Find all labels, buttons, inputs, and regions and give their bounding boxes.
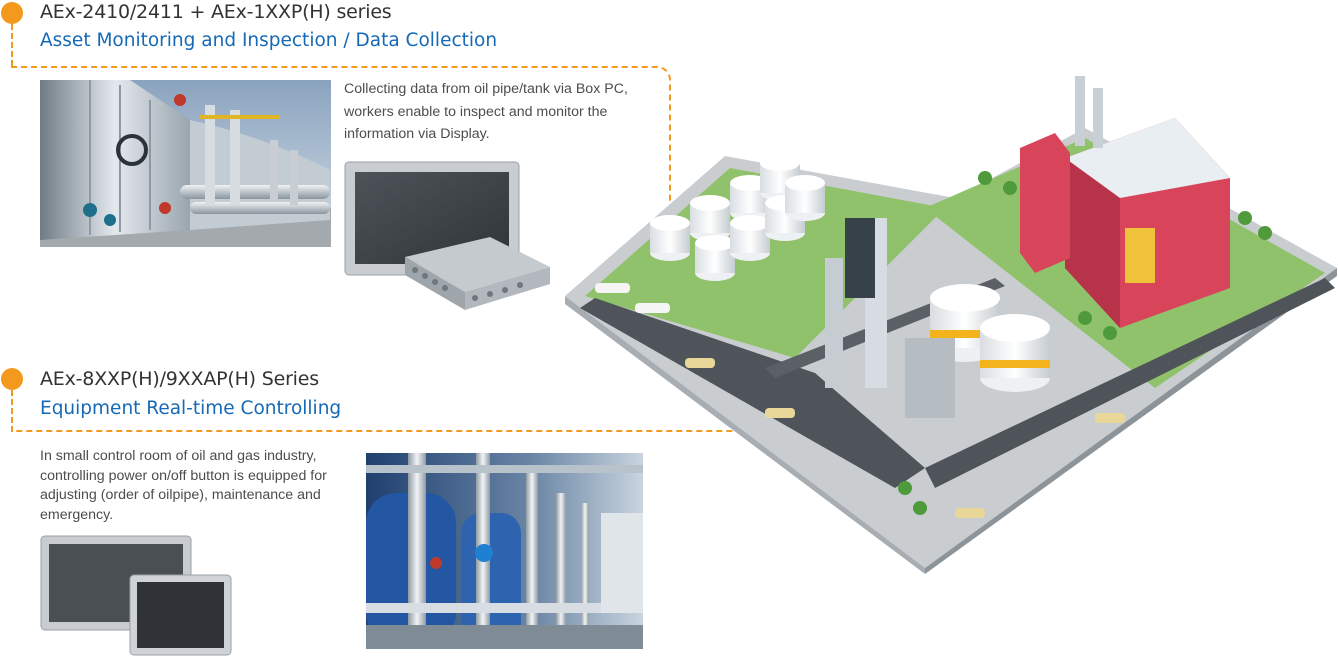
section2-title: AEx-8XXP(H)/9XXAP(H) Series: [40, 368, 319, 390]
pipe-room-photo: [366, 453, 643, 649]
marker-dot-icon: [1, 2, 23, 24]
section1-title: AEx-2410/2411 + AEx-1XXP(H) series: [40, 1, 392, 23]
connector-line-2-vertical: [11, 390, 13, 432]
connector-line-1: [11, 66, 671, 262]
refinery-tank-photo: [40, 80, 331, 247]
section1-description: Collecting data from oil pipe/tank via B…: [344, 81, 628, 142]
storage-tanks: [650, 155, 1050, 392]
section1-subtitle: Asset Monitoring and Inspection / Data C…: [40, 30, 498, 51]
section2-description: In small control room of oil and gas ind…: [40, 448, 327, 523]
isometric-plant-illustration: [565, 68, 1337, 574]
panel-pc-small-device: [129, 574, 232, 656]
box-pc-device: [395, 232, 555, 314]
power-plant-building: [1020, 76, 1230, 328]
section2-subtitle: Equipment Real-time Controlling: [40, 398, 342, 419]
connector-line-1-vertical: [11, 24, 13, 66]
